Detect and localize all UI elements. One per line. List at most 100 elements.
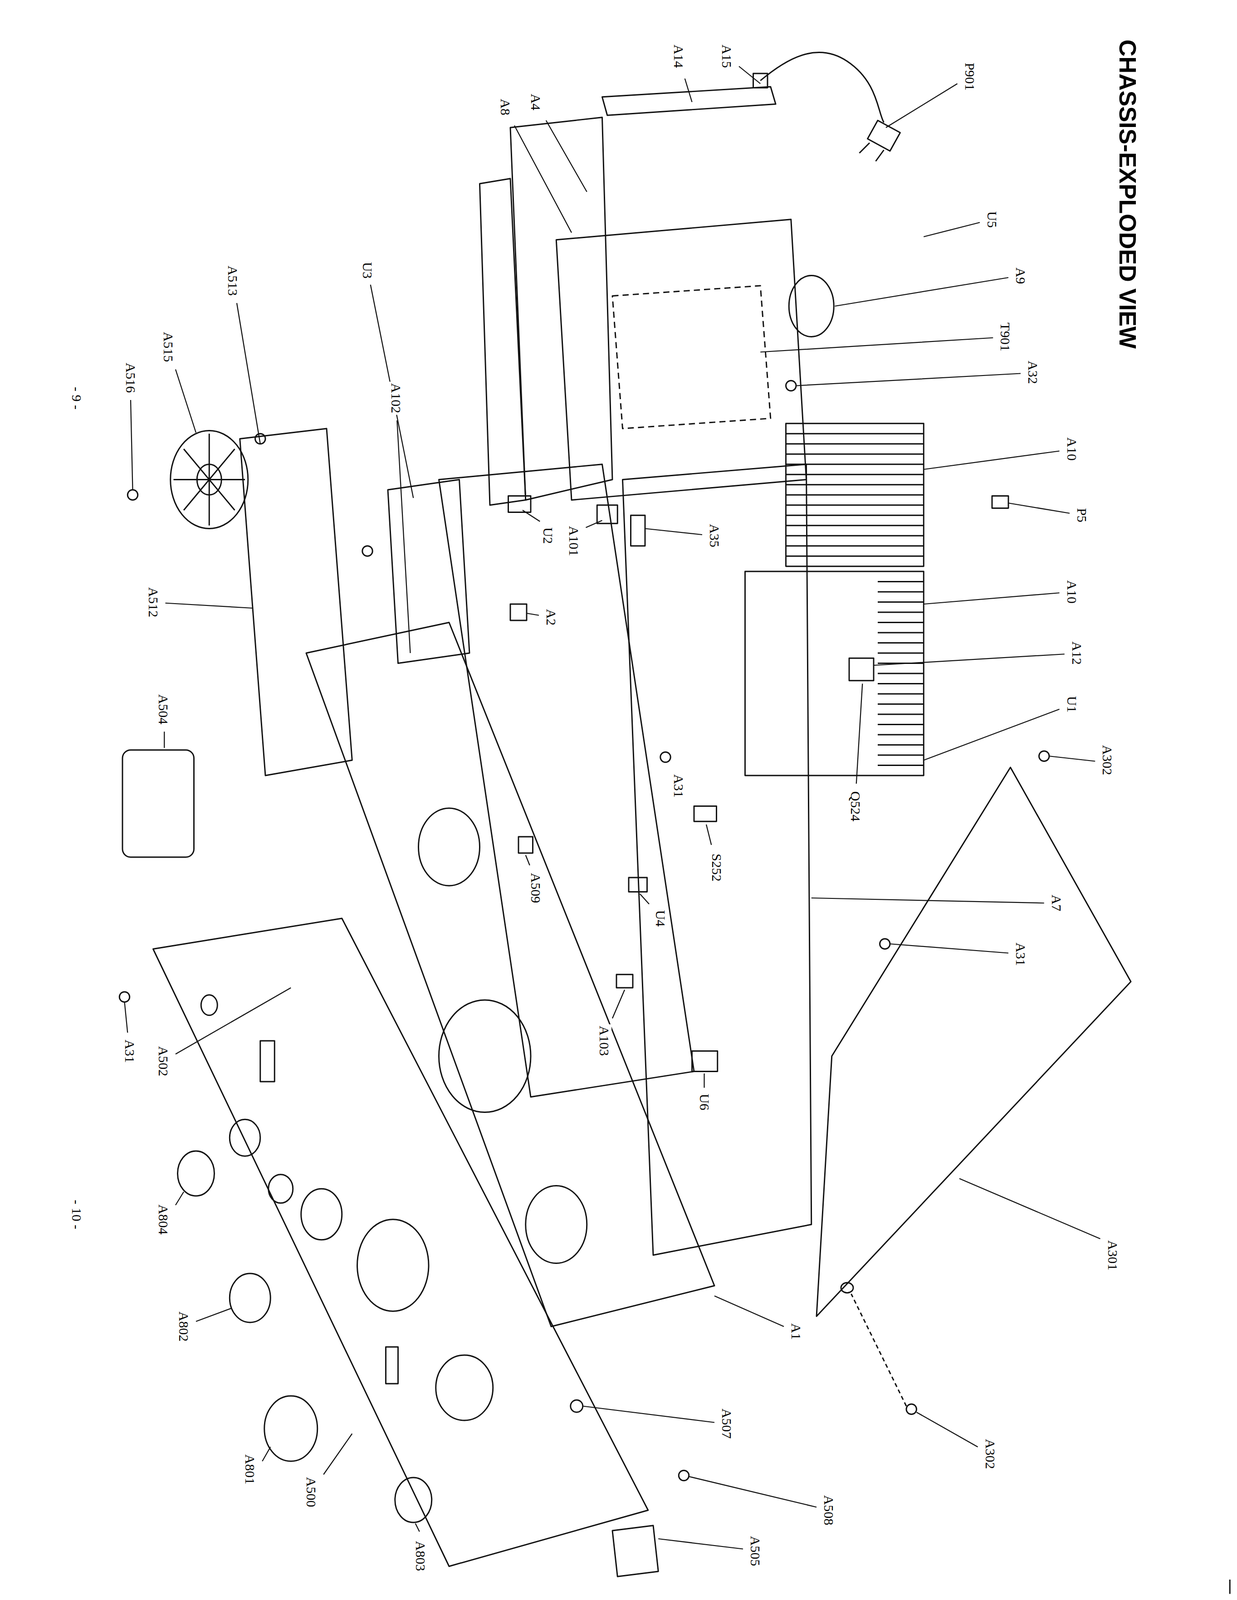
part-callout: A513 [225, 264, 240, 298]
terminal [992, 496, 1009, 509]
panel-hole [301, 1188, 343, 1241]
part-callout: A31 [1013, 941, 1028, 968]
heatsink-fins [786, 433, 925, 557]
panel-hole [229, 1119, 261, 1157]
shield-plate [239, 428, 353, 776]
part-callout: A14 [671, 43, 686, 70]
reel [170, 430, 249, 529]
part-callout: A515 [161, 330, 176, 364]
screw [906, 1404, 917, 1415]
part-callout: U5 [984, 209, 1000, 230]
end-bracket [612, 1525, 659, 1578]
part-callout: A509 [528, 871, 543, 905]
knob [395, 1477, 432, 1523]
screw [1039, 751, 1050, 762]
part-callout: P5 [1074, 506, 1090, 524]
part-callout: U2 [540, 526, 556, 546]
chassis-floor [622, 464, 812, 1256]
knob [177, 1151, 215, 1197]
part-callout: U1 [1064, 694, 1080, 714]
part-callout: A500 [303, 1475, 319, 1509]
power-plug [867, 120, 901, 152]
connector [630, 515, 646, 547]
side-rail [479, 178, 526, 506]
part-callout: A4 [528, 92, 543, 113]
sub-bracket [387, 479, 470, 664]
connector [518, 836, 533, 854]
page-mark [1229, 1579, 1231, 1595]
panel-hole [435, 1355, 494, 1421]
part-callout: A8 [498, 97, 513, 118]
part-callout: A802 [176, 1310, 191, 1344]
panel-hole [200, 995, 218, 1016]
panel-hole [268, 1174, 294, 1204]
part-callout: U6 [697, 1092, 712, 1113]
leader-lines [124, 66, 1101, 1550]
screw [660, 752, 671, 763]
part-callout: A504 [156, 692, 171, 726]
part-callout: Q524 [848, 789, 863, 823]
screw [119, 992, 130, 1003]
title: CHASSIS-EXPLODED VIEW [1114, 37, 1141, 351]
part-callout: A12 [1069, 640, 1085, 667]
page-number: - 9 - [69, 385, 84, 411]
part-callout: A302 [1100, 743, 1115, 778]
part-callout: A302 [982, 1437, 998, 1472]
part-callout: A32 [1025, 359, 1041, 386]
transformer-core [788, 275, 834, 338]
part-callout: A7 [1049, 893, 1064, 914]
part-callout: A10 [1064, 435, 1080, 463]
part-callout: A512 [146, 585, 161, 619]
assembly-line [851, 1294, 907, 1407]
part-callout: U3 [360, 260, 375, 281]
screw [786, 380, 797, 392]
heatsink [745, 571, 925, 776]
reel-spokes [173, 433, 246, 526]
part-callout: A102 [388, 381, 404, 415]
part-callout: A31 [671, 772, 686, 800]
panel-window [386, 1347, 399, 1384]
part-callout: U4 [653, 909, 668, 929]
meter [439, 1000, 532, 1113]
component [596, 505, 618, 524]
bracket [692, 1051, 718, 1072]
part-callout: A101 [566, 524, 582, 558]
nut [570, 1400, 583, 1413]
transistor [849, 658, 874, 681]
part-callout: A508 [821, 1494, 837, 1528]
meter-window [357, 1219, 430, 1312]
panel-window [260, 1041, 275, 1082]
plug-pins [859, 142, 885, 162]
component [508, 496, 532, 513]
meter [418, 808, 480, 886]
screw [362, 546, 373, 557]
push-button [122, 750, 195, 858]
part-callout: A516 [123, 361, 138, 395]
part-callout: A301 [1105, 1238, 1120, 1272]
front-panel [153, 918, 649, 1567]
part-callout: A9 [1013, 265, 1028, 286]
switch [694, 806, 717, 822]
side-panel [510, 117, 613, 501]
heatsink [786, 423, 925, 567]
top-cover [816, 767, 1131, 1317]
part-callout: A803 [413, 1540, 428, 1574]
component [510, 604, 527, 621]
part-callout: S252 [709, 852, 724, 884]
connector [616, 974, 633, 988]
part-callout: A103 [596, 1024, 612, 1058]
cover-hole [840, 1282, 854, 1294]
connector [628, 877, 648, 893]
heatsink-fins [877, 581, 924, 766]
part-callout: A2 [543, 607, 559, 628]
part-callout: T901 [997, 321, 1013, 353]
part-callout: A10 [1064, 578, 1080, 606]
part-callout: A507 [719, 1407, 734, 1441]
meter [525, 1186, 587, 1264]
part-callout: P901 [962, 61, 978, 93]
part-callout: A1 [788, 1322, 804, 1342]
power-cord [760, 52, 884, 123]
